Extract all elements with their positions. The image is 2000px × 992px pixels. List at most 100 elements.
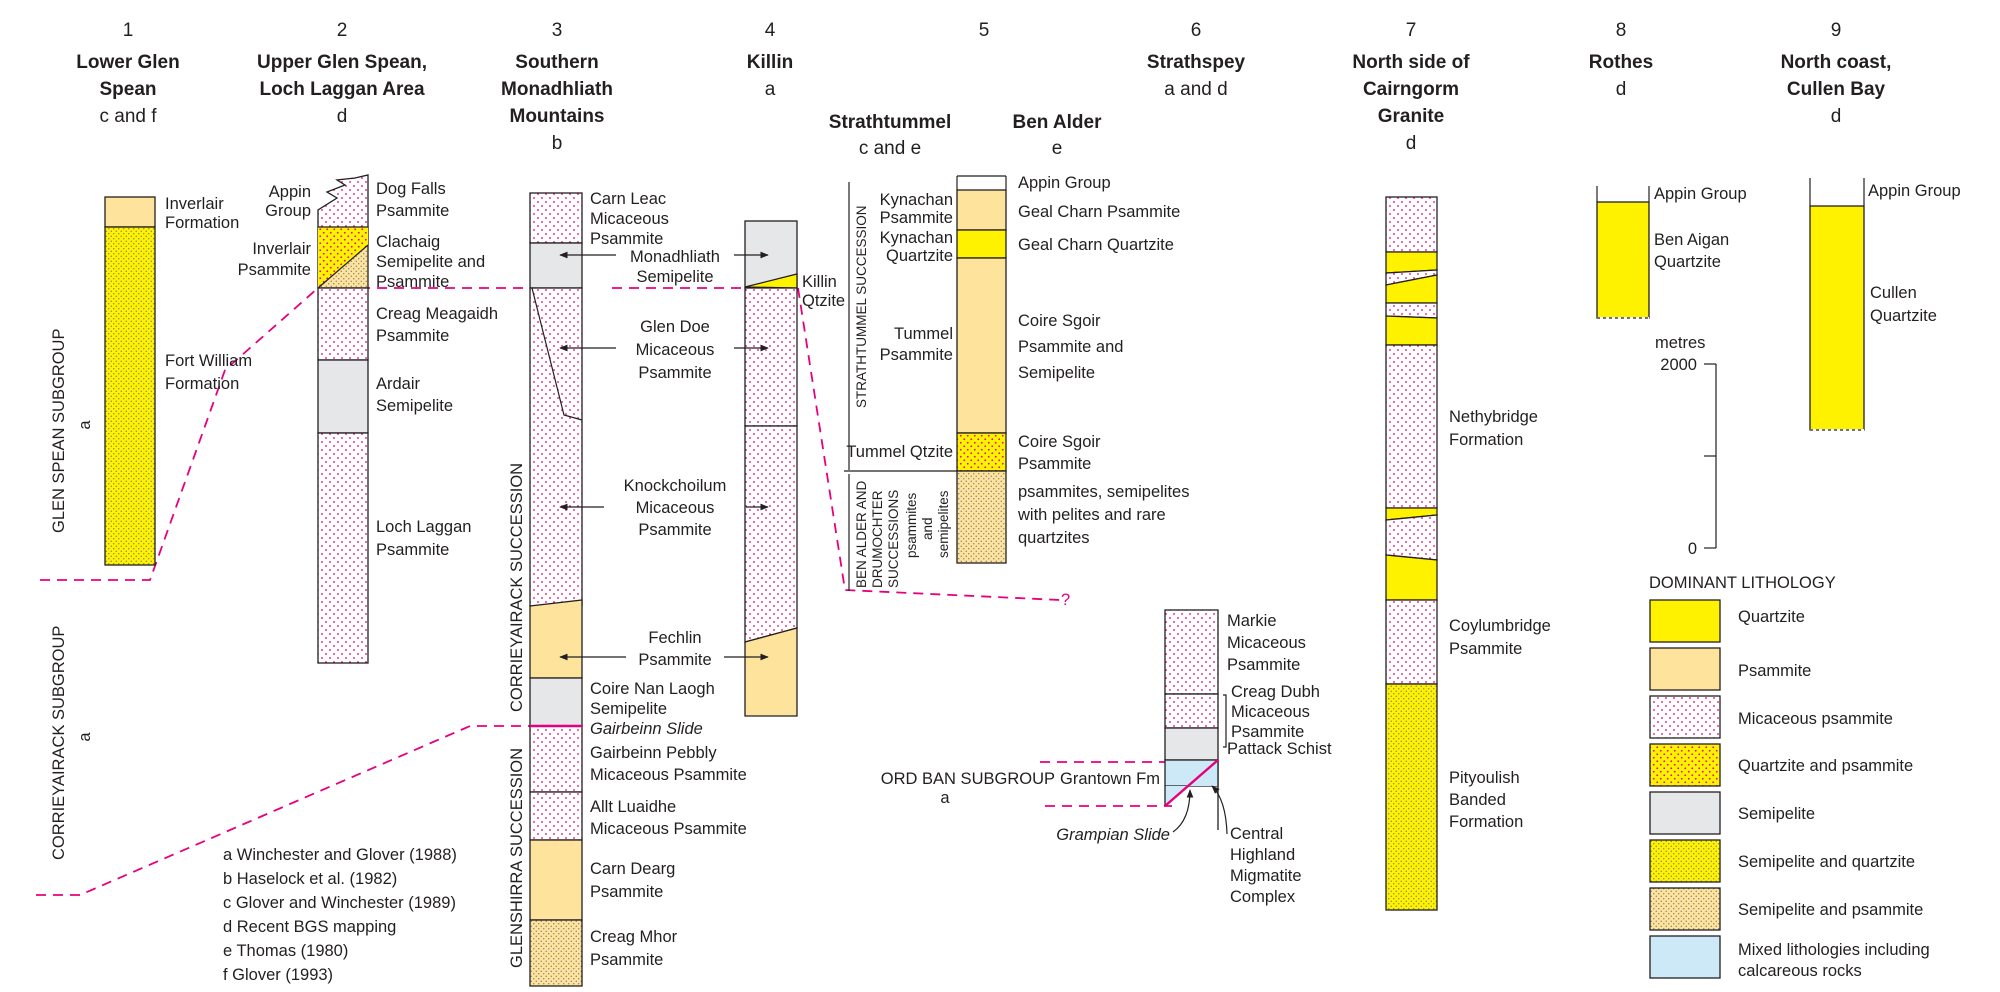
carn-dearg-unit bbox=[529, 839, 583, 921]
unit-label: Psammite bbox=[590, 230, 663, 248]
column-8-rothes: Appin Group Ben Aigan Quartzite bbox=[1596, 185, 1747, 319]
column-number: 7 bbox=[1406, 20, 1417, 41]
fechlin-psammite-unit bbox=[529, 599, 583, 679]
unit-label: Formation bbox=[1449, 431, 1523, 449]
column-9-cullen-bay: Appin Group Cullen Quartzite bbox=[1809, 178, 1961, 431]
unit-label: Psammite bbox=[638, 651, 711, 669]
column-title: Lower Glen bbox=[76, 52, 179, 73]
legend-swatch-quartzite bbox=[1649, 599, 1721, 643]
unit-label: Appin bbox=[269, 183, 311, 201]
unit-label: Psammite and bbox=[1018, 338, 1123, 356]
unit-label: Inverlair bbox=[252, 240, 311, 258]
psammites-label: and bbox=[920, 517, 935, 540]
column-title: Killin bbox=[747, 52, 793, 73]
creag-meagaidh-unit bbox=[317, 287, 369, 361]
unit-label: Creag Mhor bbox=[590, 928, 678, 946]
unit-label: Tummel Qtzite bbox=[846, 443, 953, 461]
unit-label: Psammite bbox=[376, 273, 449, 291]
unit-label: Psammite bbox=[880, 346, 953, 364]
coire-nan-laogh-unit bbox=[529, 677, 583, 727]
column-title: Cairngorm bbox=[1363, 79, 1459, 100]
unit-label: Semipelite bbox=[636, 268, 713, 286]
unit-label: Coire Sgoir bbox=[1018, 433, 1101, 451]
unit-label: Micaceous bbox=[1227, 634, 1306, 652]
unit-label: Complex bbox=[1230, 888, 1296, 906]
column-title: Cullen Bay bbox=[1787, 79, 1886, 100]
column-7-north-cairngorm: Nethybridge Formation Coylumbridge Psamm… bbox=[1385, 196, 1551, 911]
legend-label: Semipelite and psammite bbox=[1738, 901, 1923, 919]
unit-label: Formation bbox=[1449, 813, 1523, 831]
column-3-southern-monadhliath: CORRIEYAIRACK SUCCESSION GLENSHIRRA SUCC… bbox=[508, 190, 747, 987]
legend-label: Semipelite and quartzite bbox=[1738, 853, 1915, 871]
pattack-schist-unit bbox=[1164, 727, 1219, 761]
unit-label: Quartzite bbox=[886, 247, 953, 265]
unit-label: Psammite bbox=[1231, 723, 1304, 741]
legend: DOMINANT LITHOLOGY Quartzite Psammite Mi… bbox=[1649, 574, 1930, 980]
unit-label: Psammite bbox=[880, 209, 953, 227]
carn-leac-unit bbox=[529, 192, 583, 244]
creag-dubh-unit bbox=[1164, 693, 1219, 729]
fort-william-formation-unit bbox=[104, 226, 156, 566]
column-6-strathspey: Markie Micaceous Psammite Creag Dubh Mic… bbox=[881, 609, 1332, 906]
scale-title: metres bbox=[1655, 334, 1705, 352]
unit-label: Psammite bbox=[1449, 640, 1522, 658]
column-source: c and e bbox=[859, 138, 921, 159]
unit-label: Inverlair bbox=[165, 195, 224, 213]
column-source: d bbox=[337, 106, 348, 127]
correlation-arrows bbox=[559, 251, 769, 661]
unit-label: Psammite bbox=[238, 261, 311, 279]
unit-label: Psammite bbox=[376, 541, 449, 559]
loch-laggan-unit bbox=[317, 432, 369, 664]
unit-label: Appin Group bbox=[1654, 185, 1747, 203]
unit-label: quartzites bbox=[1018, 529, 1090, 547]
ben-alder-succession-label: SUCCESSIONS bbox=[886, 490, 901, 588]
coire-sgoir-psammite-unit bbox=[956, 432, 1007, 472]
unit-label: Coire Nan Laogh bbox=[590, 680, 715, 698]
unit-label: Nethybridge bbox=[1449, 408, 1538, 426]
column-number: 6 bbox=[1191, 20, 1202, 41]
column-title: Strathtummel bbox=[829, 112, 951, 133]
subgroup-ref: a bbox=[76, 420, 94, 430]
corrieyairack-subgroup-label: CORRIEYAIRACK SUBGROUP bbox=[50, 626, 68, 860]
unit-label: Cullen bbox=[1870, 284, 1917, 302]
unit-label: Geal Charn Psammite bbox=[1018, 203, 1180, 221]
column-title: Granite bbox=[1378, 106, 1445, 127]
reference-item: b Haselock et al. (1982) bbox=[223, 870, 397, 888]
unit-label: Banded bbox=[1449, 791, 1506, 809]
gairbeinn-slide-label: Gairbeinn Slide bbox=[590, 720, 703, 738]
unit-label: Micaceous Psammite bbox=[590, 766, 747, 784]
unit-label: Micaceous bbox=[590, 210, 669, 228]
column-title: Rothes bbox=[1589, 52, 1653, 73]
monadhliath-semipelite-unit bbox=[529, 242, 583, 289]
unit-label: Central bbox=[1230, 825, 1283, 843]
unit-label: Ben Aigan bbox=[1654, 231, 1729, 249]
unit-label: Psammite bbox=[1227, 656, 1300, 674]
legend-label: Psammite bbox=[1738, 662, 1811, 680]
unit-label: Carn Dearg bbox=[590, 860, 675, 878]
legend-swatch-quartzite-psammite bbox=[1649, 743, 1721, 787]
clachaig-unit bbox=[318, 227, 368, 288]
column-number: 8 bbox=[1616, 20, 1627, 41]
correlation-lines bbox=[36, 287, 1172, 896]
unit-label: Formation bbox=[165, 214, 239, 232]
legend-label: calcareous rocks bbox=[1738, 962, 1862, 980]
psammites-label: semipelites bbox=[936, 490, 951, 558]
unit-label: Geal Charn Quartzite bbox=[1018, 236, 1174, 254]
unit-label: Micaceous Psammite bbox=[590, 820, 747, 838]
unit-label: Qtzite bbox=[802, 292, 845, 310]
coylumbridge-unit bbox=[1385, 599, 1438, 685]
unit-label: Psammite bbox=[1018, 455, 1091, 473]
unit-label: Coire Sgoir bbox=[1018, 312, 1101, 330]
ben-alder-psammites-unit bbox=[956, 470, 1007, 564]
killin-knockchoilum-unit bbox=[744, 425, 798, 643]
unit-label: Tummel bbox=[894, 325, 953, 343]
unit-label: Kynachan bbox=[880, 191, 953, 209]
unit-label: Monadhliath bbox=[630, 248, 720, 266]
legend-swatch-semipelite-psammite bbox=[1649, 887, 1721, 931]
unit-label: Micaceous bbox=[636, 499, 715, 517]
gairbeinn-pebbly-unit bbox=[529, 725, 583, 793]
unit-label: Creag Meagaidh bbox=[376, 305, 498, 323]
strathtummel-succession-label: STRATHTUMMEL SUCCESSION bbox=[854, 205, 869, 408]
unit-label: Group bbox=[265, 202, 311, 220]
column-5-strathtummel-ben-alder: STRATHTUMMEL SUCCESSION BEN ALDER AND DR… bbox=[844, 174, 1189, 609]
